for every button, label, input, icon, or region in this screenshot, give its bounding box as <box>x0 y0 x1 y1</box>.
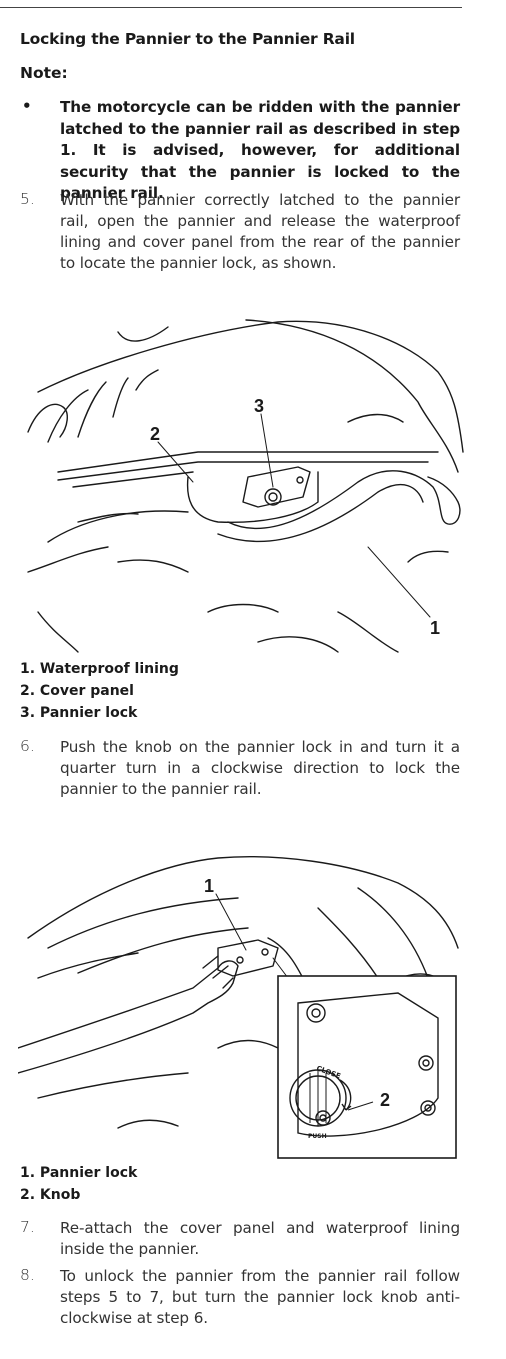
lock-knob <box>264 488 282 506</box>
caption-line: 3. Pannier lock <box>20 705 138 721</box>
caption-line: 2. Knob <box>20 1187 81 1203</box>
rider-arm <box>18 960 239 1074</box>
step-number: 5. <box>20 190 35 208</box>
callout-3: 3 <box>254 396 264 416</box>
pannier-rail <box>57 451 439 473</box>
caption-line: 1. Pannier lock <box>20 1165 138 1181</box>
figure-push-turn-knob: CLOSE PUSH 2 1 <box>18 856 459 1159</box>
step-number: 8. <box>20 1266 35 1284</box>
lock-plate <box>242 466 311 508</box>
step-text: With the pannier correctly latched to th… <box>60 191 460 272</box>
bullet-text: The motorcycle can be ridden with the pa… <box>60 98 460 202</box>
step-text: To unlock the pannier from the pannier r… <box>60 1267 460 1327</box>
pannier-outline <box>27 856 459 949</box>
waterproof-lining <box>227 470 461 530</box>
step-number: 7. <box>20 1218 35 1236</box>
knob-detail-inset: CLOSE PUSH 2 <box>277 975 457 1159</box>
callout-1: 1 <box>430 618 440 638</box>
bullet-mark: • <box>22 97 32 115</box>
callout-2: 2 <box>380 1090 390 1110</box>
step-text: Push the knob on the pannier lock in and… <box>60 738 460 798</box>
lid-hinge-mark <box>117 326 169 342</box>
callout-2: 2 <box>150 424 160 444</box>
note-label: Note: <box>20 64 68 82</box>
figure1-caption: 1. Waterproof lining 2. Cover panel 3. P… <box>20 658 179 724</box>
section-heading: Locking the Pannier to the Pannier Rail <box>20 30 355 48</box>
figure-pannier-lock-location: 2 3 1 <box>27 319 464 653</box>
caption-line: 1. Waterproof lining <box>20 661 179 677</box>
lid-outline <box>37 320 464 453</box>
callout-1: 1 <box>204 876 214 896</box>
cover-panel-opening <box>186 471 319 524</box>
step-number: 6. <box>20 737 35 755</box>
caption-line: 2. Cover panel <box>20 683 134 699</box>
push-label: PUSH <box>308 1133 327 1140</box>
figure2-caption: 1. Pannier lock 2. Knob <box>20 1162 137 1206</box>
step-text: Re-attach the cover panel and waterproof… <box>60 1219 460 1258</box>
top-rule <box>0 7 462 8</box>
lock-plate <box>217 939 279 977</box>
